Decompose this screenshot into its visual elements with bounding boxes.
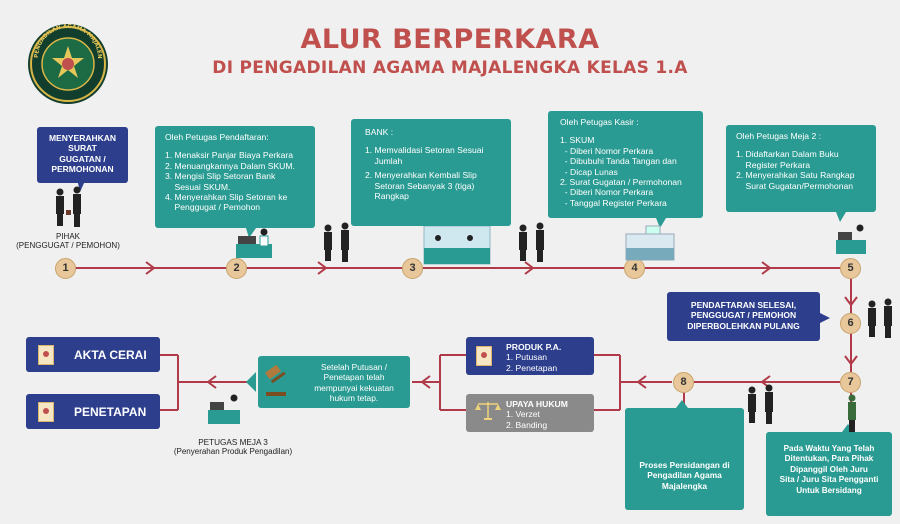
person-icon-pair-5: [748, 384, 773, 424]
bailiff-icon: [848, 394, 856, 432]
cashier-desk-icon: [625, 225, 675, 261]
label-desk-3: PETUGAS MEJA 3 (Penyerahan Produk Pengad…: [173, 438, 293, 456]
box-desk-2: Oleh Petugas Meja 2 : 1. Didaftarkan Dal…: [726, 125, 876, 212]
step-6: 6: [840, 313, 861, 334]
step-3: 3: [402, 258, 423, 279]
desk-icon-meja2: [836, 224, 866, 254]
selesai-pointer: [820, 313, 830, 323]
box-bank: BANK : 1. Memvalidasi Setoran Sesuai Jum…: [351, 119, 511, 226]
person-icon-pair-1: [56, 186, 81, 227]
box-final-verdict: Setelah Putusan / Penetapan telah mempun…: [258, 356, 410, 408]
output-divorce-certificate: AKTA CERAI: [26, 337, 160, 372]
step-8: 8: [673, 372, 694, 393]
desk-icon-meja3: [208, 394, 240, 424]
person-icon-pair-4: [868, 298, 892, 338]
step-7: 7: [840, 372, 861, 393]
box-registration-officer: Oleh Petugas Pendaftaran: 1. Menaksir Pa…: [155, 126, 315, 228]
bank-teller-icon: [423, 225, 491, 265]
step-4: 4: [624, 258, 645, 279]
box-cashier: Oleh Petugas Kasir : 1. SKUM - Diberi No…: [548, 111, 703, 218]
person-icon-pair-2: [324, 222, 349, 262]
box-submit-lawsuit: MENYERAHKAN SURAT GUGATAN / PERMOHONAN: [37, 127, 128, 183]
desk-icon-registration: [236, 228, 272, 258]
box-hearing: Proses Persidangan di Pengadilan Agama M…: [625, 408, 744, 510]
certificate-icon: [38, 345, 54, 365]
box-court-products: PRODUK P.A. 1. Putusan 2. Penetapan: [466, 337, 594, 375]
box-summons: Pada Waktu Yang Telah Ditentukan, Para P…: [766, 432, 892, 516]
step-5: 5: [840, 258, 861, 279]
page-title: ALUR BERPERKARA: [300, 24, 600, 55]
output-decree: PENETAPAN: [26, 394, 160, 429]
box-registration-done: PENDAFTARAN SELESAI, PENGGUGAT / PEMOHON…: [667, 292, 820, 341]
page-subtitle: DI PENGADILAN AGAMA MAJALENGKA KELAS 1.A: [212, 58, 688, 78]
person-icon-pair-3: [519, 222, 544, 262]
box-legal-remedy: UPAYA HUKUM 1. Verzet 2. Banding: [466, 394, 594, 432]
certificate-icon: [38, 402, 54, 422]
label-party: PIHAK (PENGGUGAT / PEMOHON): [16, 232, 120, 250]
document-icon: [476, 346, 492, 366]
step-2: 2: [226, 258, 247, 279]
step-1: 1: [55, 258, 76, 279]
